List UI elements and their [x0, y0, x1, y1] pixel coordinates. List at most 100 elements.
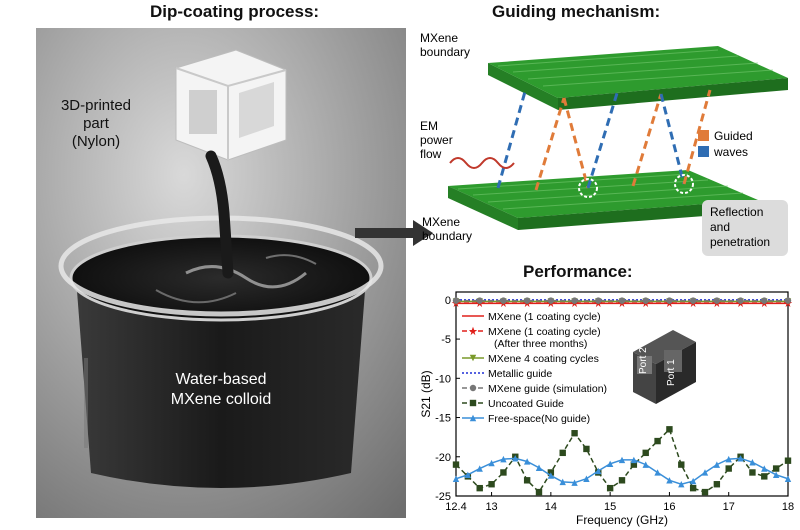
legend-marker — [468, 326, 478, 336]
y-tick-label: -25 — [435, 491, 451, 503]
x-tick-label: 12.4 — [445, 501, 466, 513]
reflection-line3: penetration — [710, 235, 770, 249]
guiding-mechanism-title: Guiding mechanism: — [492, 2, 661, 21]
data-point — [784, 457, 792, 464]
data-point — [772, 465, 780, 472]
data-point — [737, 455, 744, 462]
cup — [58, 215, 384, 488]
data-point — [571, 297, 578, 304]
x-tick-label: 18 — [782, 501, 794, 513]
colloid-label-line2: MXene colloid — [171, 391, 272, 408]
data-point — [642, 449, 649, 457]
x-axis-label: Frequency (GHz) — [576, 513, 668, 527]
x-tick-label: 16 — [663, 501, 675, 513]
data-point — [761, 465, 768, 472]
data-point — [535, 488, 543, 496]
data-point — [737, 297, 744, 304]
series-6 — [452, 455, 792, 488]
data-point — [583, 475, 590, 482]
guiding-mechanism-diagram: MXene boundary EM power flow MXene bound… — [420, 31, 788, 256]
wave-rays — [496, 87, 712, 191]
data-point — [559, 449, 566, 457]
dip-coating-title: Dip-coating process: — [150, 2, 320, 21]
x-tick-label: 13 — [485, 501, 497, 513]
legend-marker — [469, 354, 477, 362]
data-point — [630, 456, 638, 464]
data-point — [678, 461, 685, 468]
legend-label: MXene 4 coating cycles — [488, 353, 599, 365]
part-label-line3: (Nylon) — [72, 133, 120, 150]
nylon-cube — [175, 49, 287, 279]
legend-marker — [469, 414, 477, 422]
data-point — [713, 461, 721, 468]
flow-arrow-icon — [355, 220, 433, 246]
legend-label: Uncoated Guide — [488, 398, 564, 410]
data-point — [535, 464, 543, 471]
legend-waves: waves — [713, 145, 748, 159]
boundary-bottom-line1: MXene — [422, 215, 460, 229]
boundary-top-line2: boundary — [420, 45, 470, 59]
x-tick-label: 15 — [604, 501, 616, 513]
legend-label: MXene (1 coating cycle) — [488, 326, 601, 338]
data-point — [547, 297, 555, 304]
mxene-sheet-bottom — [448, 170, 758, 230]
legend-marker — [469, 384, 477, 392]
y-tick-label: -20 — [435, 452, 451, 464]
data-point — [689, 484, 697, 492]
data-point — [606, 484, 614, 492]
legend-blue-swatch — [698, 146, 709, 157]
data-point — [452, 475, 460, 482]
data-point — [654, 469, 661, 476]
data-point — [523, 297, 531, 304]
data-point — [559, 478, 566, 486]
data-point — [749, 469, 756, 476]
data-point — [666, 297, 673, 304]
dip-coating-photo: 3D-printed part (Nylon) Water-based MXen… — [36, 28, 406, 518]
data-point — [571, 430, 578, 437]
data-point — [666, 426, 673, 433]
data-point — [476, 484, 483, 492]
part-label-line2: part — [83, 115, 110, 132]
data-point — [618, 297, 626, 304]
legend-orange-swatch — [698, 130, 709, 141]
data-point — [464, 471, 472, 479]
data-point — [784, 297, 792, 304]
waveguide-inset: Port 2 Port 1 — [633, 330, 696, 404]
colloid-label-line1: Water-based — [176, 371, 267, 388]
data-point — [701, 469, 709, 476]
data-point — [666, 477, 673, 484]
legend-guided: Guided — [714, 129, 753, 143]
data-point — [523, 458, 531, 465]
data-point — [701, 488, 709, 496]
legend-marker — [469, 399, 477, 407]
data-point — [523, 477, 531, 484]
data-point — [784, 475, 792, 482]
data-point — [772, 471, 780, 479]
boundary-top-line1: MXene — [420, 31, 458, 45]
data-point — [642, 297, 649, 304]
data-point — [583, 445, 590, 453]
inset-port1: Port 1 — [666, 359, 677, 386]
y-tick-label: -10 — [435, 373, 451, 385]
data-point — [547, 472, 555, 479]
data-point — [689, 297, 697, 304]
series-4 — [452, 297, 792, 304]
data-point — [595, 467, 602, 475]
legend-label: MXene (1 coating cycle) — [488, 311, 601, 323]
em-wave-icon — [449, 157, 515, 169]
data-point — [642, 461, 649, 468]
y-tick-label: 0 — [445, 295, 451, 307]
data-point — [713, 297, 721, 304]
data-point — [761, 297, 768, 304]
data-point — [630, 461, 638, 468]
data-point — [713, 481, 721, 488]
data-point — [689, 477, 697, 485]
em-label-line1: EM — [420, 119, 438, 133]
em-label-line2: power — [420, 133, 453, 147]
boundary-bottom-line2: boundary — [422, 229, 472, 243]
data-point — [500, 297, 507, 304]
data-point — [488, 481, 495, 488]
data-point — [452, 297, 460, 304]
data-point — [606, 460, 614, 468]
data-point — [452, 461, 460, 468]
